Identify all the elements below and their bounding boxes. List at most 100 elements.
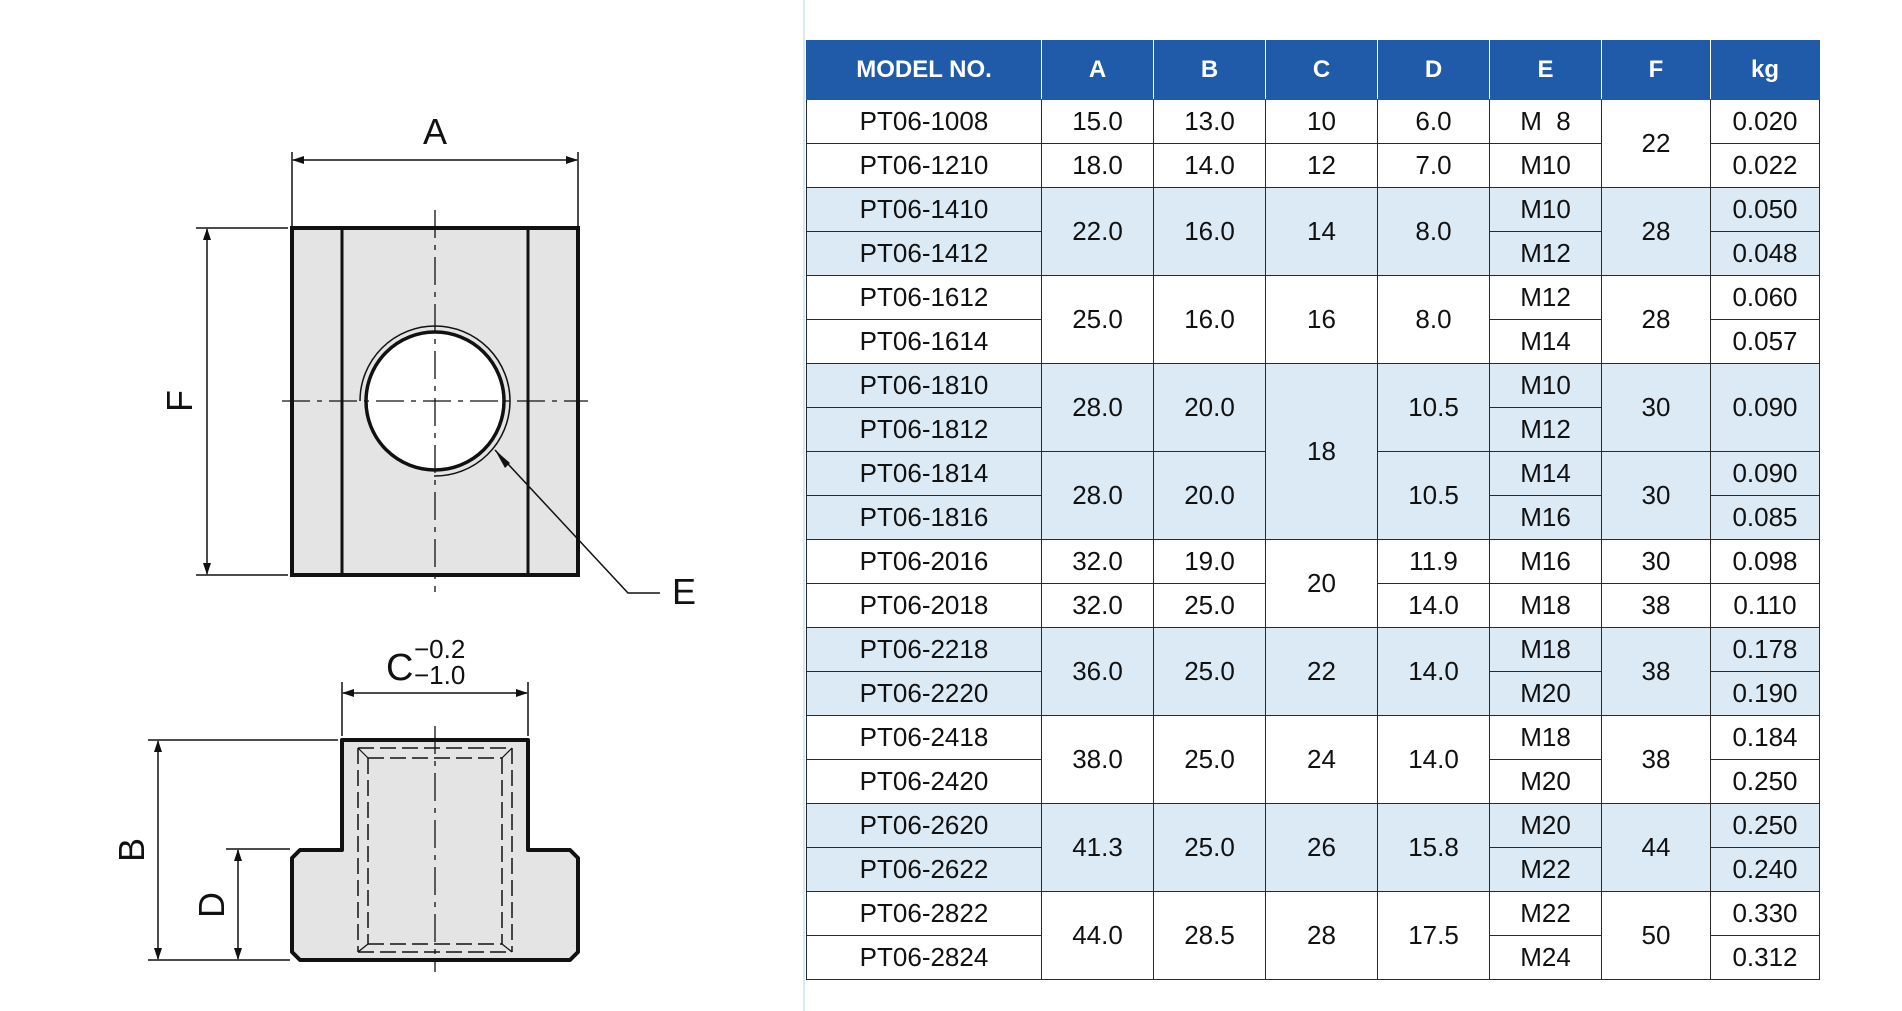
cell-f: 44 — [1601, 803, 1711, 892]
cell-c: 24 — [1265, 715, 1378, 804]
cell-kg: 0.020 — [1710, 99, 1820, 144]
cell-a: 44.0 — [1041, 891, 1154, 980]
cell-model: PT06-2822 — [806, 891, 1042, 936]
technical-drawing: A F E C −0.2 −1.0 B D — [111, 111, 696, 972]
cell-e: M18 — [1489, 715, 1602, 760]
cell-c: 20 — [1265, 539, 1378, 628]
table-row: PT06-1810 28.0 20.0 18 10.5 M10 30 0.090 — [806, 363, 1820, 540]
cell-d: 17.5 — [1377, 891, 1490, 980]
side-view: C −0.2 −1.0 B D — [111, 634, 580, 972]
cell-kg: 0.184 — [1710, 715, 1820, 760]
thread-leader-line — [494, 449, 660, 594]
cell-kg: 0.090 — [1710, 363, 1820, 452]
cell-kg: 0.098 — [1710, 539, 1820, 584]
cell-kg: 0.190 — [1710, 671, 1820, 716]
cell-kg: 0.022 — [1710, 143, 1820, 188]
cell-f: 28 — [1601, 187, 1711, 276]
cell-d: 7.0 — [1377, 143, 1490, 188]
cell-b: 28.5 — [1153, 891, 1266, 980]
cell-kg: 0.110 — [1710, 583, 1820, 628]
cell-f: 22 — [1601, 99, 1711, 188]
cell-a: 32.0 — [1041, 583, 1154, 628]
cell-c: 26 — [1265, 803, 1378, 892]
cell-model: PT06-2420 — [806, 759, 1042, 804]
cell-a: 28.0 — [1041, 451, 1154, 540]
cell-kg: 0.312 — [1710, 935, 1820, 980]
tolerance-lower: −1.0 — [414, 660, 465, 690]
header-d: D — [1377, 40, 1490, 100]
cell-a: 15.0 — [1041, 99, 1154, 144]
table-row: PT06-1210 18.0 14.0 12 7.0 M10 0.022 — [806, 143, 1820, 188]
header-kg: kg — [1710, 40, 1820, 100]
cell-c: 28 — [1265, 891, 1378, 980]
cell-model: PT06-2824 — [806, 935, 1042, 980]
cell-e: M20 — [1489, 671, 1602, 716]
cell-kg: 0.060 — [1710, 275, 1820, 320]
page-divider — [803, 0, 805, 1011]
dimension-c-label: C — [386, 647, 413, 689]
cell-model: PT06-1814 — [806, 451, 1042, 496]
cell-model: PT06-2220 — [806, 671, 1042, 716]
table-row: PT06-2824 M24 0.312 — [806, 935, 1820, 980]
cell-model: PT06-2218 — [806, 627, 1042, 672]
cell-d: 10.5 — [1377, 363, 1490, 452]
cell-d: 6.0 — [1377, 99, 1490, 144]
cell-d: 8.0 — [1377, 275, 1490, 364]
thread-label: E — [672, 571, 696, 612]
cell-b: 20.0 — [1153, 363, 1266, 452]
cell-b: 20.0 — [1153, 451, 1266, 540]
cell-model: PT06-2018 — [806, 583, 1042, 628]
tolerance-upper: −0.2 — [414, 634, 465, 664]
cell-e: M10 — [1489, 187, 1602, 232]
table-row: PT06-1814 28.0 20.0 10.5 M14 30 0.090 — [806, 451, 1820, 540]
table-row: PT06-1612 25.0 16.0 16 8.0 M12 28 0.060 — [806, 275, 1820, 364]
cell-e: M20 — [1489, 803, 1602, 848]
cell-a: 22.0 — [1041, 187, 1154, 276]
cell-c: 10 — [1265, 99, 1378, 144]
cell-model: PT06-1816 — [806, 495, 1042, 540]
cell-model: PT06-2016 — [806, 539, 1042, 584]
header-model: MODEL NO. — [806, 40, 1042, 100]
header-a: A — [1041, 40, 1154, 100]
cell-f: 38 — [1601, 715, 1711, 804]
header-b: B — [1153, 40, 1266, 100]
cell-e: M22 — [1489, 891, 1602, 936]
cell-d: 10.5 — [1377, 451, 1490, 540]
cell-e: M14 — [1489, 319, 1602, 364]
table-header-row: MODEL NO. A B C D E F kg — [806, 40, 1820, 100]
cell-f: 30 — [1601, 451, 1711, 540]
cell-a: 28.0 — [1041, 363, 1154, 452]
table-row: PT06-2418 38.0 25.0 24 14.0 M18 38 0.184 — [806, 715, 1820, 804]
cell-model: PT06-1812 — [806, 407, 1042, 452]
cell-kg: 0.048 — [1710, 231, 1820, 276]
cell-d: 11.9 — [1377, 539, 1490, 584]
cell-model: PT06-1210 — [806, 143, 1042, 188]
cell-f: 50 — [1601, 891, 1711, 980]
cell-b: 19.0 — [1153, 539, 1266, 584]
cell-b: 16.0 — [1153, 187, 1266, 276]
table-row: PT06-1812 M12 — [806, 407, 1820, 452]
cell-b: 25.0 — [1153, 627, 1266, 716]
cell-e: M10 — [1489, 363, 1602, 408]
cell-e: M16 — [1489, 539, 1602, 584]
cell-a: 41.3 — [1041, 803, 1154, 892]
cell-b: 16.0 — [1153, 275, 1266, 364]
cell-model: PT06-1810 — [806, 363, 1042, 408]
cell-b: 25.0 — [1153, 715, 1266, 804]
cell-d: 14.0 — [1377, 715, 1490, 804]
cell-model: PT06-1410 — [806, 187, 1042, 232]
cell-kg: 0.240 — [1710, 847, 1820, 892]
table-row: PT06-2620 41.3 25.0 26 15.8 M20 44 0.250 — [806, 803, 1820, 892]
cell-d: 14.0 — [1377, 627, 1490, 716]
dimension-f-label: F — [159, 390, 200, 412]
cell-f: 38 — [1601, 627, 1711, 716]
cell-model: PT06-2622 — [806, 847, 1042, 892]
cell-a: 25.0 — [1041, 275, 1154, 364]
cell-model: PT06-1008 — [806, 99, 1042, 144]
table-row: PT06-2218 36.0 25.0 22 14.0 M18 38 0.178 — [806, 627, 1820, 716]
cell-b: 14.0 — [1153, 143, 1266, 188]
cell-model: PT06-1412 — [806, 231, 1042, 276]
side-view-body — [290, 738, 580, 962]
cell-e: M20 — [1489, 759, 1602, 804]
cell-d: 15.8 — [1377, 803, 1490, 892]
